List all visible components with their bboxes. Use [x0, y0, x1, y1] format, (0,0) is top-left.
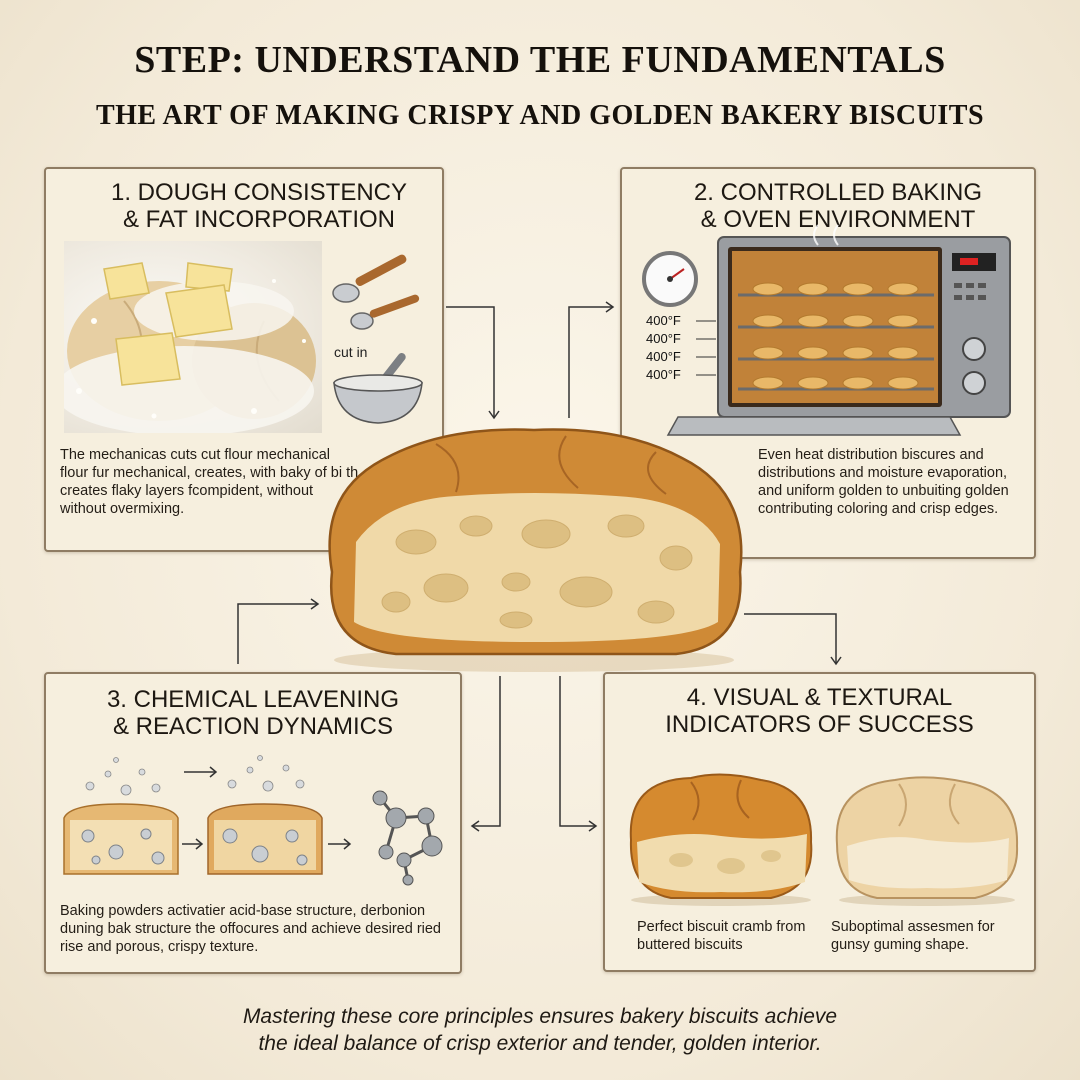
measuring-spoons-icon — [332, 254, 420, 330]
suboptimal-biscuit-photo — [835, 776, 1019, 906]
arrow-icon — [237, 603, 318, 664]
temp-label-3: 400°F — [646, 349, 681, 364]
flour-butter-photo — [64, 241, 322, 433]
arrow-icon — [446, 306, 495, 418]
perfect-biscuit-photo — [629, 773, 813, 906]
arrow-icon-2 — [328, 838, 352, 850]
arrow-icon — [568, 306, 613, 418]
arrow-icon — [472, 676, 501, 827]
suboptimal-biscuit-caption: Suboptimal assesmen for gunsy guming sha… — [831, 919, 995, 953]
panel-dough-consistency: 1. DOUGH CONSISTENCY& FAT INCORPORATION — [44, 167, 444, 552]
panel-2-body: Even heat distribution biscures and dist… — [758, 447, 1009, 517]
perfect-biscuit-caption: Perfect biscuit cramb from buttered bisc… — [637, 919, 806, 953]
closing-line-1: Mastering these core principles ensures … — [242, 1005, 838, 1028]
panel-1-body: The mechanicas cuts cut flour mechanical… — [60, 447, 359, 517]
panel-3-body: Baking powders activatier acid-base stru… — [60, 903, 442, 955]
panel-chemical-leavening: 3. CHEMICAL LEAVENING& REACTION DYNAMICS — [44, 672, 462, 974]
closing-line-2: the ideal balance of crisp exterior and … — [258, 1032, 822, 1055]
main-title: STEP: UNDERSTAND THE FUNDAMENTALS — [134, 39, 946, 81]
panel-3-heading: 3. CHEMICAL LEAVENING& REACTION DYNAMICS — [106, 686, 400, 740]
arrow-icon — [182, 766, 218, 850]
convection-oven-illustration — [666, 224, 1011, 436]
mixing-bowl-icon — [333, 353, 423, 424]
panel-2-heading: 2. CONTROLLED BAKING& OVEN ENVIRONMENT — [693, 179, 983, 233]
subtitle: THE ART OF MAKING CRISPY AND GOLDEN BAKE… — [95, 100, 985, 131]
temp-label-2: 400°F — [646, 331, 681, 346]
cut-in-label: cut in — [334, 344, 368, 360]
temp-label-4: 400°F — [646, 367, 681, 382]
arrow-icon — [559, 676, 596, 827]
arrow-icon — [744, 613, 837, 664]
thermometer-gauge-icon — [642, 251, 698, 307]
dough-slice-before — [63, 757, 179, 875]
panel-1-heading: 1. DOUGH CONSISTENCY& FAT INCORPORATION — [110, 179, 408, 233]
leavening-reaction-illustration — [63, 755, 443, 886]
temp-label-1: 400°F — [646, 313, 681, 328]
molecule-icon — [372, 790, 443, 886]
central-biscuit-cross-section — [328, 428, 743, 672]
dough-slice-after — [207, 755, 323, 875]
